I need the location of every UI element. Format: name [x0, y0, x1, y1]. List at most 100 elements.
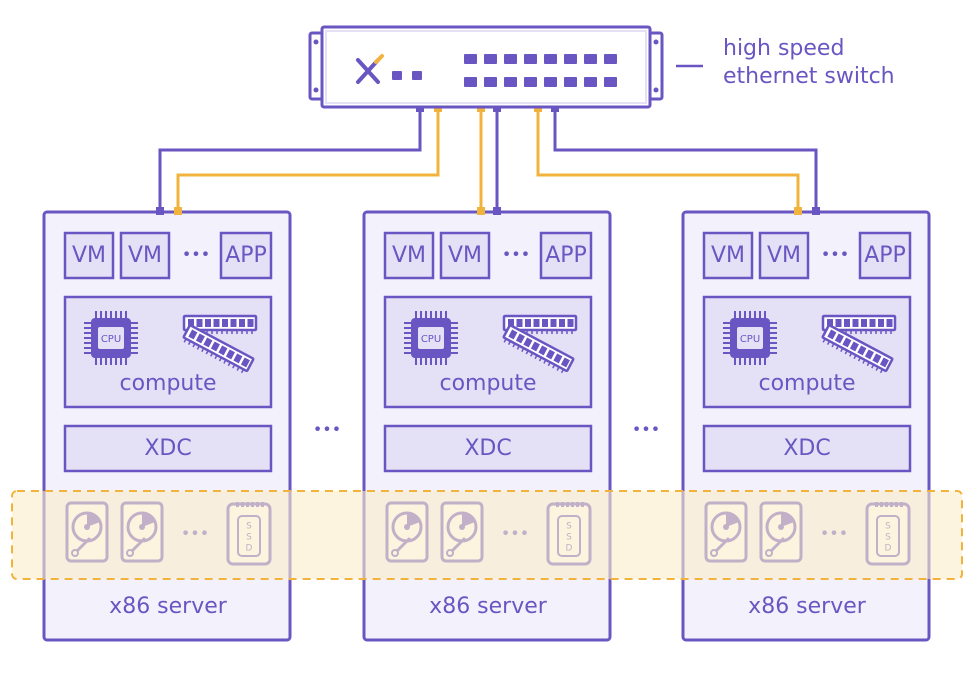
switch-port — [564, 54, 577, 64]
ram-pin — [525, 350, 529, 355]
ram-chip — [567, 319, 574, 327]
ram-chip — [538, 345, 548, 356]
ram-stick-icon — [182, 314, 258, 334]
vm-ellipsis: ••• — [182, 245, 210, 264]
app-label: APP — [225, 243, 267, 268]
ram-pin — [521, 347, 525, 353]
ram-chip — [508, 319, 514, 327]
ram-chip — [827, 329, 837, 340]
ram-chip — [559, 319, 565, 327]
ram-chip — [195, 333, 205, 344]
ram-pin — [223, 359, 227, 364]
vm-box — [383, 231, 435, 280]
ram-chip — [864, 349, 874, 360]
switch-label-line1: high speed — [723, 36, 844, 61]
ram-pin — [560, 368, 565, 374]
ram-pin — [543, 359, 547, 364]
vm-label: VM — [128, 243, 162, 268]
ram-chip — [516, 319, 523, 327]
ram-pin — [227, 361, 231, 367]
ram-stick-icon — [502, 324, 575, 374]
ram-chip — [508, 329, 518, 340]
switch-port — [484, 77, 497, 87]
switch-label-line2: ethernet switch — [723, 64, 895, 89]
server-label: x86 server — [109, 594, 228, 619]
ram-pin — [507, 340, 512, 346]
vm-label: VM — [392, 243, 426, 268]
switch-screw — [313, 87, 319, 93]
switch-port — [604, 54, 617, 64]
switch-port — [564, 77, 577, 87]
xdc-box — [63, 424, 273, 473]
ram-pin — [196, 345, 200, 350]
cable-connector — [156, 207, 164, 215]
ram-chip — [835, 319, 842, 327]
switch-screw — [653, 39, 659, 45]
ram-chip — [196, 319, 203, 327]
switch-port — [524, 54, 537, 64]
xdc-label: XDC — [783, 436, 830, 461]
ram-pin — [530, 352, 534, 357]
ram-chip — [879, 357, 889, 368]
ram-pin — [534, 354, 538, 360]
ethernet-switch — [308, 25, 664, 109]
ram-chip — [545, 349, 555, 360]
vm-ellipsis: ••• — [502, 245, 530, 264]
ram-chip — [203, 337, 213, 348]
ram-pin — [840, 347, 844, 353]
cable-connector — [493, 207, 501, 215]
ram-chip — [218, 345, 228, 356]
ram-chip — [553, 353, 563, 364]
ram-chip — [861, 319, 867, 327]
vm-box — [758, 231, 810, 280]
ram-pin — [849, 352, 853, 357]
switch-port — [464, 54, 477, 64]
ram-chip — [523, 337, 533, 348]
cpu-label: CPU — [421, 334, 441, 345]
ram-pin — [822, 338, 826, 343]
ram-pin — [187, 340, 192, 346]
ram-pin — [192, 343, 196, 348]
vm-box — [119, 231, 171, 280]
vm-box — [63, 231, 115, 280]
vm-box — [702, 231, 754, 280]
ram-chip — [188, 319, 194, 327]
server-label: x86 server — [429, 594, 548, 619]
ram-chip — [188, 329, 198, 340]
cable-orange — [176, 108, 440, 210]
ram-pin — [218, 357, 223, 362]
ram-chip — [210, 341, 220, 352]
ram-pin — [552, 364, 556, 369]
switch-port — [584, 54, 597, 64]
switch-port — [464, 77, 477, 87]
switch-screw — [653, 87, 659, 93]
storage-band — [11, 490, 963, 580]
switch-port — [504, 77, 517, 87]
vm-ellipsis: ••• — [821, 245, 849, 264]
switch-inner-frame — [325, 30, 647, 104]
ram-chip — [844, 319, 850, 327]
vm-label: VM — [767, 243, 801, 268]
cpu-label: CPU — [101, 334, 121, 345]
ram-pin — [853, 354, 857, 360]
cable-purple — [158, 108, 422, 210]
switch-led — [412, 71, 422, 80]
compute-label: compute — [758, 371, 855, 396]
ram-pin — [201, 347, 205, 353]
switch-port — [504, 54, 517, 64]
ram-stick-icon — [821, 314, 897, 334]
vm-label: VM — [448, 243, 482, 268]
ram-chip — [230, 319, 237, 327]
ram-pin — [879, 368, 884, 374]
ram-chip — [886, 319, 893, 327]
switch-logo-icon — [356, 58, 380, 84]
xdc-label: XDC — [144, 436, 191, 461]
ram-pin — [826, 340, 831, 346]
cpu-die — [737, 327, 763, 349]
ram-pin — [556, 366, 560, 371]
ram-chip — [247, 319, 254, 327]
app-label: APP — [545, 243, 587, 268]
ram-pin — [205, 350, 209, 355]
ram-pin — [210, 352, 214, 357]
